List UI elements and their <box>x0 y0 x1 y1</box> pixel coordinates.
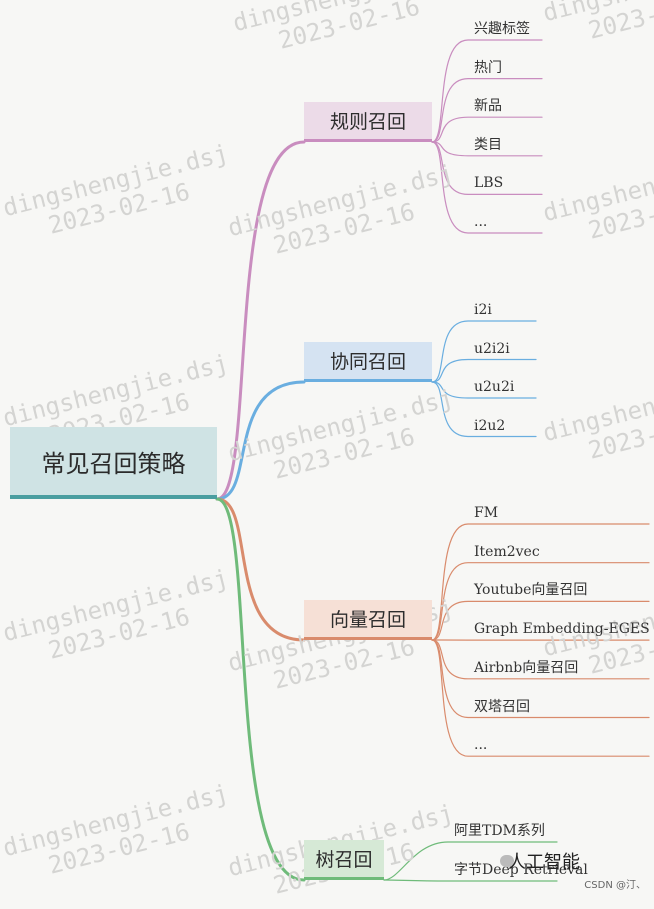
leaf-node[interactable]: 类目 <box>474 136 502 154</box>
leaf-node[interactable]: ... <box>474 736 487 754</box>
root-node[interactable]: 常见召回策略 <box>10 427 217 499</box>
branch-rule-recall[interactable]: 规则召回 <box>304 102 432 142</box>
leaf-node[interactable]: Item2vec <box>474 543 540 561</box>
leaf-node[interactable]: Graph Embedding-EGES <box>474 620 650 638</box>
leaf-node[interactable]: Youtube向量召回 <box>474 581 587 599</box>
leaf-node[interactable]: 兴趣标签 <box>474 20 530 38</box>
branch-label: 规则召回 <box>330 107 406 134</box>
leaf-node[interactable]: i2u2 <box>474 417 505 435</box>
leaf-node[interactable]: FM <box>474 504 498 522</box>
leaf-node[interactable]: u2i2i <box>474 340 510 358</box>
connector-root-branch <box>217 142 304 499</box>
branch-collaborative-recall[interactable]: 协同召回 <box>304 342 432 382</box>
connector-root-branch <box>217 499 304 880</box>
connector-branch-leaf <box>384 880 557 881</box>
footer-credit: CSDN @汀、 <box>584 876 646 891</box>
leaf-node[interactable]: 阿里TDM系列 <box>454 822 545 840</box>
leaf-node[interactable]: ... <box>474 213 487 231</box>
root-label: 常见召回策略 <box>42 444 186 479</box>
leaf-node[interactable]: LBS <box>474 174 503 192</box>
leaf-node[interactable]: i2i <box>474 301 492 319</box>
leaf-node[interactable]: 热门 <box>474 59 502 77</box>
footer-brand: 人工智能 <box>508 848 580 874</box>
leaf-node[interactable]: u2u2i <box>474 378 514 396</box>
branch-tree-recall[interactable]: 树召回 <box>304 840 384 880</box>
connector-branch-leaf <box>432 640 649 756</box>
branch-vector-recall[interactable]: 向量召回 <box>304 600 432 640</box>
branch-label: 树召回 <box>315 845 372 872</box>
leaf-node[interactable]: Airbnb向量召回 <box>474 659 578 677</box>
leaf-node[interactable]: 新品 <box>474 97 502 115</box>
leaf-node[interactable]: 双塔召回 <box>474 698 530 716</box>
branch-label: 向量召回 <box>330 605 406 632</box>
branch-label: 协同召回 <box>330 347 406 374</box>
